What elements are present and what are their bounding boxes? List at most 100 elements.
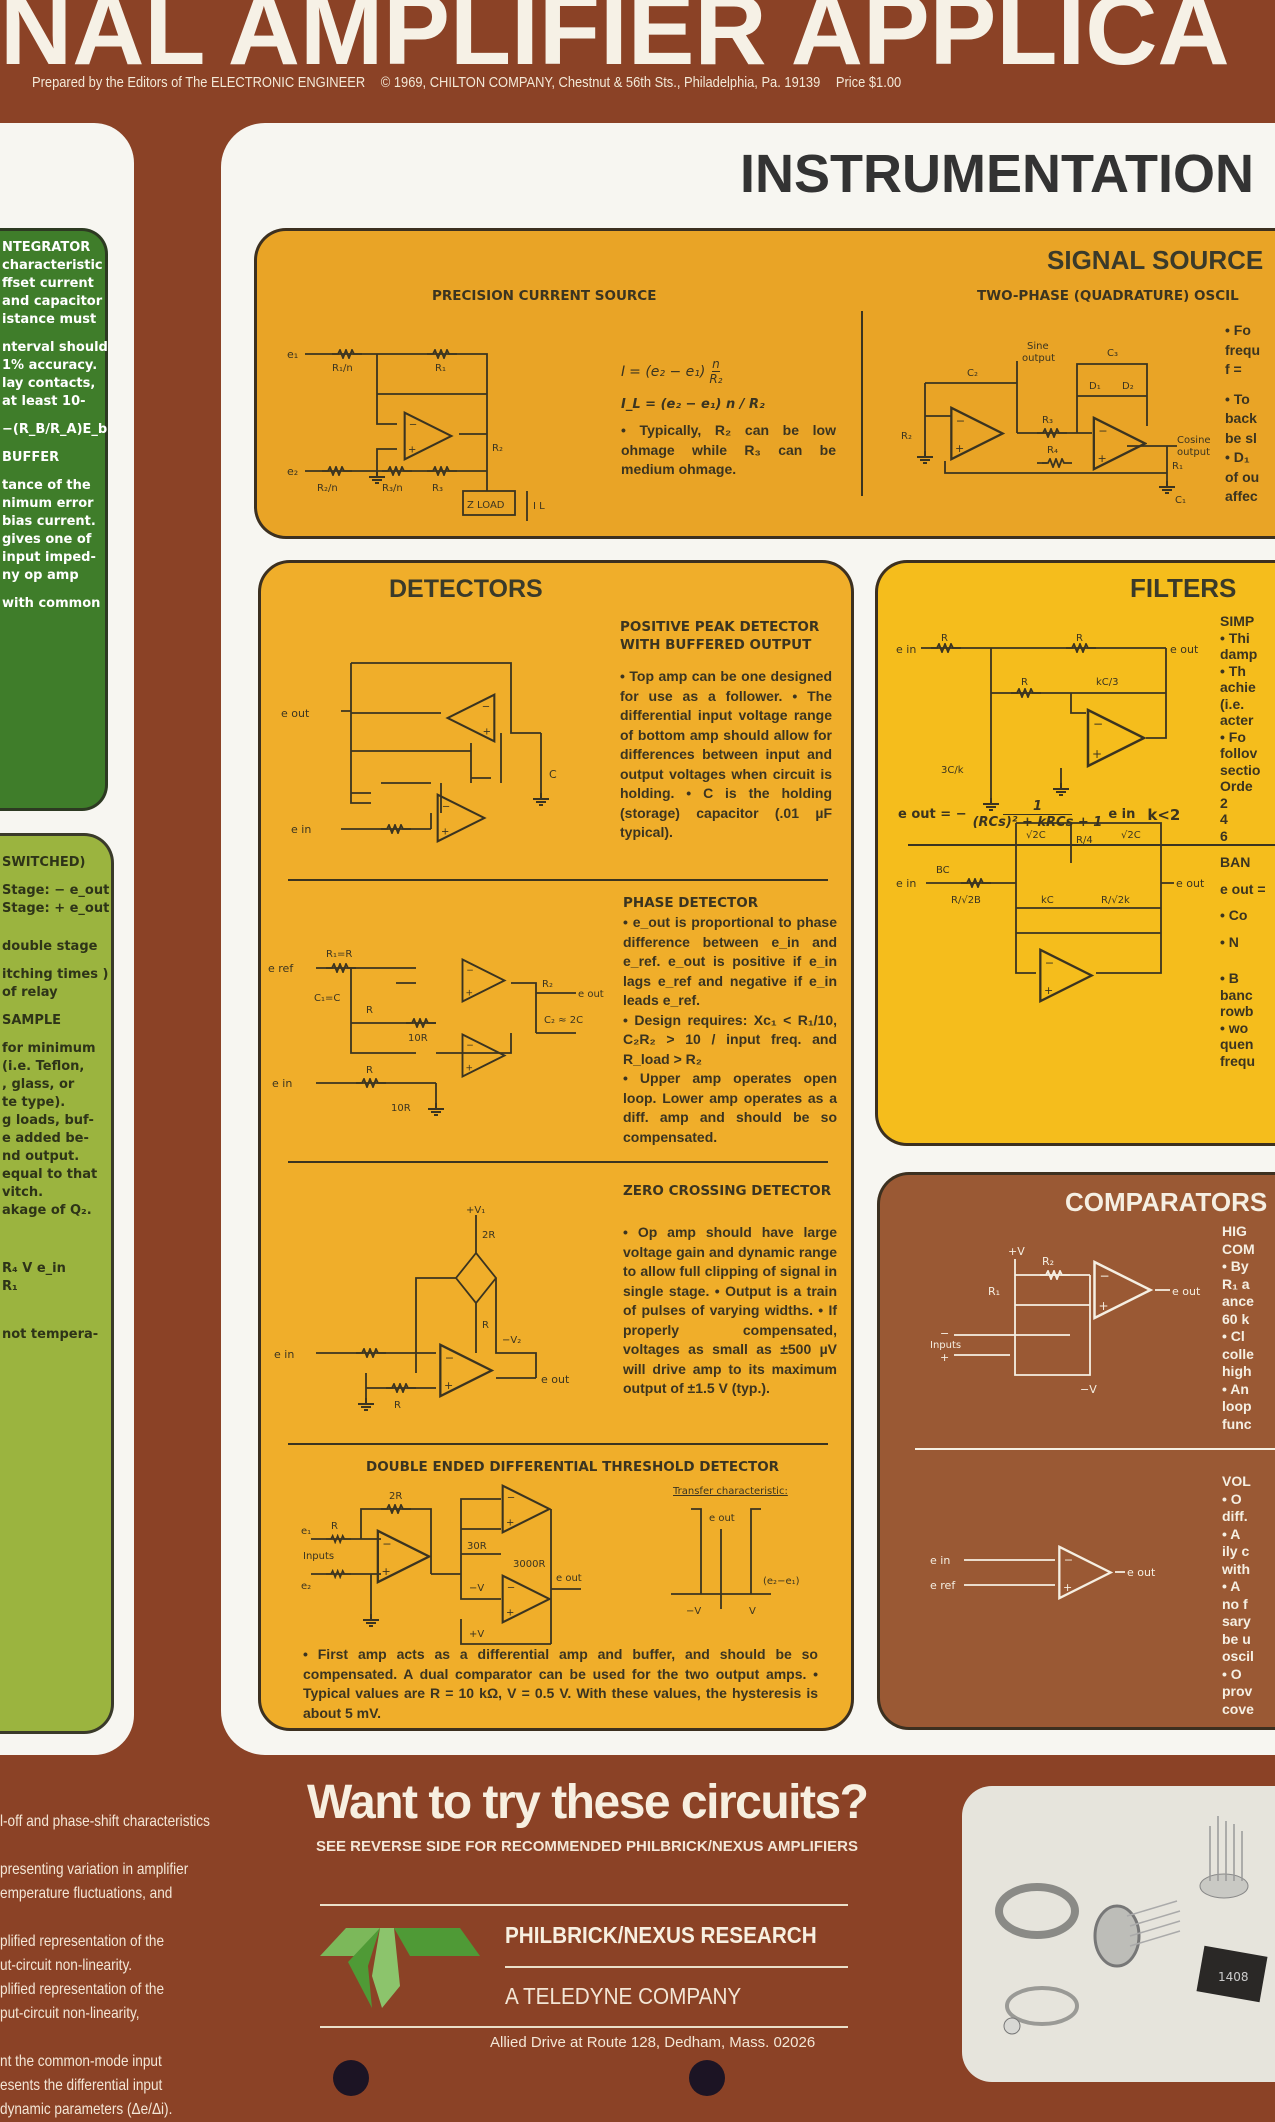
resistor-r — [931, 643, 961, 653]
text-line: te type). — [2, 1095, 66, 1110]
op-amp-bottom — [436, 793, 486, 843]
label-ein: e in — [272, 1077, 292, 1090]
label-axis-e2-e1: (e₂−e₁) — [763, 1576, 800, 1587]
text-line: dynamic parameters (Δe/Δi). — [0, 2101, 173, 2118]
oscillator-schematic: Sine output Cosine output C₁ C₂ C₃ D₁ D₂… — [901, 341, 1211, 506]
rule — [320, 1904, 848, 1906]
label-r3n: R₃/n — [382, 483, 403, 494]
text-line — [0, 1834, 210, 1858]
text-line: characteristic — [2, 258, 103, 273]
text-fragment: 6 — [1220, 827, 1228, 844]
text-line: not tempera- — [2, 1327, 99, 1342]
formula-ein: e in — [1108, 807, 1136, 822]
text-line: Stage: − e_out — [2, 883, 110, 898]
label-ein: e in — [291, 823, 311, 836]
text-fragment — [1220, 897, 1266, 907]
resistor-r3n — [382, 466, 412, 476]
label-r: R — [1076, 633, 1083, 644]
text-line — [0, 1240, 111, 1250]
label-c1c: C₁=C — [314, 993, 340, 1004]
peak-detector-title-1: POSITIVE PEAK DETECTOR — [620, 619, 820, 635]
op-amp-lowpass — [1086, 708, 1146, 768]
text-line: istance must — [2, 312, 97, 327]
text-fragment: e out = — [1220, 880, 1266, 897]
subheadline: SEE REVERSE SIDE FOR RECOMMENDED PHILBRI… — [316, 1838, 859, 1855]
rule — [320, 2026, 848, 2028]
text-fragment — [1222, 1443, 1255, 1453]
text-line: l-off and phase-shift characteristics — [0, 1813, 210, 1830]
detectors-title: DETECTORS — [389, 575, 543, 603]
text-fragment: • N — [1220, 933, 1239, 950]
text-fragment — [1220, 924, 1266, 934]
text-line: 1% accuracy. — [2, 358, 98, 373]
text-line: vitch. — [2, 1185, 44, 1200]
formula-mid: = (e₂ − e₁) — [629, 363, 706, 380]
text-line — [0, 1002, 111, 1012]
phase-detector-text-1: • e_out is proportional to phase differe… — [623, 914, 837, 1008]
op-amp — [439, 1343, 493, 1398]
text-fragment: • To — [1225, 390, 1250, 407]
text-line — [0, 956, 111, 966]
label-zload: Z LOAD — [467, 500, 505, 511]
text-fragment: (i.e. — [1220, 695, 1245, 712]
text-fragment: • Fo — [1225, 322, 1251, 338]
text-line: Stage: + e_out — [2, 901, 110, 916]
text-fragment: colle — [1222, 1345, 1254, 1362]
text-line — [0, 329, 105, 339]
formula-num: n — [712, 357, 720, 372]
label-r2: R₂ — [1042, 1255, 1054, 1268]
label-c1: C₁ — [1175, 495, 1186, 506]
text-fragment: 60 k — [1222, 1310, 1250, 1327]
text-line: plified representation of the — [0, 1933, 165, 1950]
resistor-r1n — [332, 349, 362, 359]
text-line: tance of the — [2, 478, 91, 493]
zero-crossing-text: • Op amp should have large voltage gain … — [623, 1224, 837, 1396]
text-line: akage of Q₂. — [2, 1203, 92, 1218]
comparator-schematics: +V −V R₁ R₂ e out Inputs − + e in e ref … — [930, 1245, 1201, 1600]
section-divider — [908, 844, 1275, 846]
label-eout-bp: e out — [1176, 877, 1205, 890]
op-amp — [403, 411, 453, 461]
resistor — [381, 824, 411, 834]
text-line: ny op amp — [2, 568, 79, 583]
text-fragment: no f — [1222, 1595, 1248, 1612]
op-amp-lower — [501, 1574, 551, 1624]
resistor-r-sqrt2b — [961, 878, 991, 888]
text-fragment: sary — [1222, 1613, 1251, 1629]
op-amp-comparator — [1093, 1260, 1152, 1320]
text-fragment: high — [1222, 1363, 1252, 1379]
module-label: 1408 — [1218, 1970, 1249, 1984]
detectors-box: DETECTORS POSITIVE PEAK DETECTOR WITH BU… — [258, 560, 854, 1731]
text-fragment: • O — [1222, 1490, 1242, 1507]
text-line: ut-circuit non-linearity. — [0, 1957, 133, 1974]
label-minus-v: −V — [1080, 1383, 1097, 1396]
text-fragment: ance — [1222, 1293, 1254, 1309]
label-eout: e out — [578, 989, 604, 1000]
filters-title: FILTERS — [1130, 573, 1237, 603]
text-line — [0, 439, 105, 449]
section-title-instrumentation: INSTRUMENTATION — [740, 144, 1254, 204]
label-axis-v: V — [749, 1606, 756, 1617]
label-e2: e₂ — [287, 465, 298, 478]
ground-icon — [368, 471, 386, 484]
label-kc3: kC/3 — [1096, 677, 1119, 688]
label-eref: e ref — [268, 962, 294, 975]
amplifier-modules-photo: 1408 — [995, 1816, 1268, 2035]
text-fragment: • Co — [1220, 907, 1248, 923]
op-amp-bandpass — [1039, 948, 1093, 1003]
op-amp-top — [446, 693, 496, 743]
label-v2: −V₂ — [502, 1335, 521, 1346]
label-e1: e₁ — [287, 348, 298, 361]
phase-detector-schematic: e ref e in R₁=R C₁=C R R 10R 10R R₂ e ou… — [268, 949, 604, 1116]
op-amp-1 — [950, 406, 1004, 461]
label-r2: R₂ — [542, 979, 553, 990]
label-r3: R₃ — [1042, 415, 1053, 426]
resistor-10r — [406, 1018, 436, 1028]
text-line: R₄ V e_in — [2, 1261, 66, 1276]
credit-line: Prepared by the Editors of The ELECTRONI… — [32, 74, 913, 91]
resistor-r2 — [1040, 1270, 1070, 1280]
text-line: nimum error — [2, 496, 94, 511]
